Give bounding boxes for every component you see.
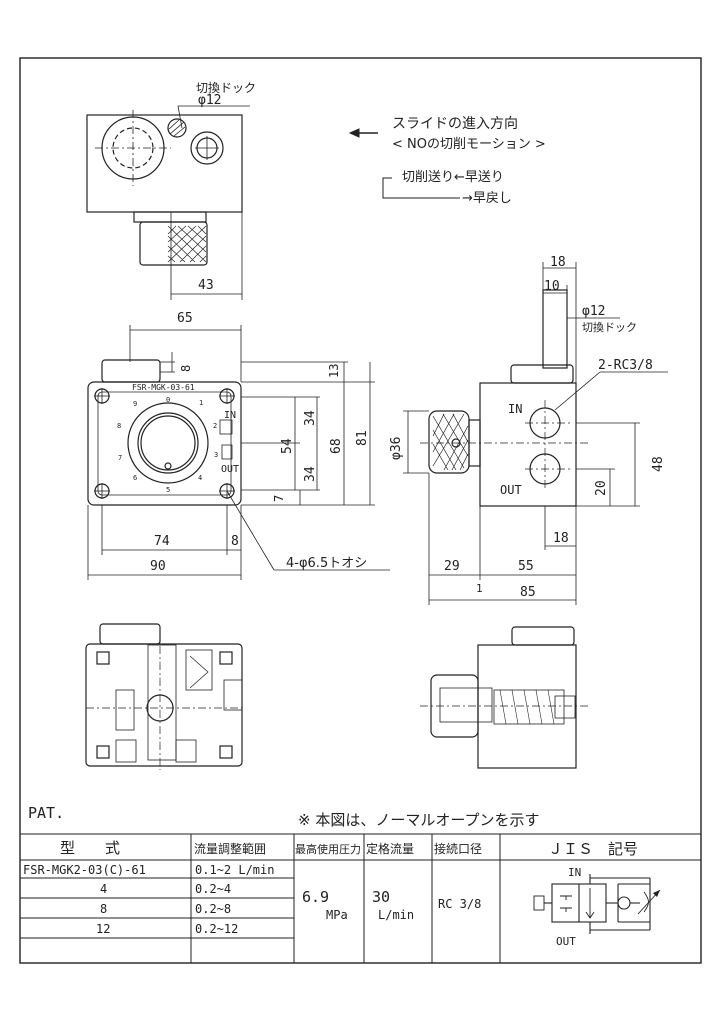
side-dock-label: 切換ドック bbox=[582, 321, 637, 334]
direction-line3: 切削送り←早送り bbox=[402, 170, 504, 185]
side-dim-29: 29 bbox=[444, 559, 460, 574]
side-centerlines bbox=[420, 400, 590, 490]
svg-text:0: 0 bbox=[166, 396, 170, 404]
direction-line4: →早戻し bbox=[462, 191, 512, 206]
front-dim-54: 54 bbox=[280, 438, 295, 454]
front-dim-74: 74 bbox=[154, 534, 170, 549]
svg-text:FSR-MGK2-03(C)-61: FSR-MGK2-03(C)-61 bbox=[23, 863, 146, 877]
svg-text:2: 2 bbox=[213, 422, 217, 430]
svg-text:8: 8 bbox=[100, 902, 107, 916]
front-dim-7: 7 bbox=[272, 495, 286, 502]
flow-value: 30 bbox=[372, 888, 390, 906]
header-pressure: 最高使用圧力 bbox=[295, 842, 361, 856]
front-port-out: OUT bbox=[221, 464, 239, 475]
front-dim-81: 81 bbox=[355, 430, 370, 446]
table-row-2: 4 0.2~4 bbox=[100, 882, 231, 896]
front-dim-65: 65 bbox=[177, 311, 193, 326]
front-hole-crosses bbox=[94, 388, 235, 499]
svg-text:0.2~12: 0.2~12 bbox=[195, 922, 238, 936]
side-port-in: IN bbox=[508, 402, 522, 416]
side-view bbox=[428, 289, 577, 507]
jis-out: OUT bbox=[556, 935, 576, 948]
top-dock-label: 切換ドック bbox=[196, 81, 256, 95]
front-dim-13: 13 bbox=[327, 364, 341, 378]
pressure-unit: MPa bbox=[326, 908, 348, 922]
section-view-left bbox=[85, 623, 243, 770]
direction-arrow bbox=[348, 128, 378, 138]
section-view-right bbox=[420, 626, 590, 769]
svg-text:0.2~8: 0.2~8 bbox=[195, 902, 231, 916]
side-dim-18-top: 18 bbox=[550, 255, 566, 270]
table-row-4: 12 0.2~12 bbox=[96, 922, 238, 936]
side-dim-85: 85 bbox=[520, 585, 536, 600]
top-view bbox=[86, 105, 250, 300]
front-nameplate: FSR-MGK-03-61 bbox=[132, 383, 195, 392]
front-dim-34a: 34 bbox=[303, 410, 318, 426]
front-dim-8: 8 bbox=[179, 365, 193, 372]
svg-text:4: 4 bbox=[198, 474, 202, 482]
dial-scale: 0 1 2 3 4 5 6 7 8 9 bbox=[117, 396, 218, 494]
side-dim-48: 48 bbox=[651, 456, 666, 472]
front-dim-68: 68 bbox=[329, 438, 344, 454]
svg-text:0.2~4: 0.2~4 bbox=[195, 882, 231, 896]
side-dim-18-bottom: 18 bbox=[553, 531, 569, 546]
svg-text:4: 4 bbox=[100, 882, 107, 896]
front-hole-note: 4-φ6.5トオシ bbox=[286, 556, 367, 571]
pressure-value: 6.9 bbox=[302, 888, 329, 906]
side-dim-1: 1 bbox=[476, 582, 483, 595]
svg-text:6: 6 bbox=[133, 474, 137, 482]
front-port-in: IN bbox=[224, 410, 236, 421]
side-dock-dia: φ12 bbox=[582, 304, 605, 319]
spec-table-grid bbox=[20, 833, 701, 963]
svg-text:0.1~2 L/min: 0.1~2 L/min bbox=[195, 863, 274, 877]
direction-line1: スライドの進入方向 bbox=[392, 116, 518, 132]
front-dim-90: 90 bbox=[150, 559, 166, 574]
jis-symbol bbox=[533, 874, 661, 934]
table-row-1: FSR-MGK2-03(C)-61 0.1~2 L/min bbox=[23, 863, 274, 877]
sheet-border bbox=[19, 57, 702, 964]
svg-text:3: 3 bbox=[214, 451, 218, 459]
side-dim-55: 55 bbox=[518, 559, 534, 574]
feed-lines bbox=[382, 177, 460, 199]
header-port: 接続口径 bbox=[434, 841, 482, 856]
svg-text:5: 5 bbox=[166, 486, 170, 494]
front-dim-8b: 8 bbox=[231, 534, 239, 549]
header-jis: ＪＩＳ 記号 bbox=[548, 840, 638, 858]
normal-open-note: ※ 本図は、ノーマルオープンを示す bbox=[298, 811, 539, 829]
svg-text:7: 7 bbox=[118, 454, 122, 462]
svg-text:8: 8 bbox=[117, 422, 121, 430]
front-dim-34b: 34 bbox=[303, 466, 318, 482]
svg-text:1: 1 bbox=[199, 399, 203, 407]
side-port-note: 2-RC3/8 bbox=[598, 358, 653, 373]
table-row-3: 8 0.2~8 bbox=[100, 902, 231, 916]
svg-text:9: 9 bbox=[133, 400, 137, 408]
side-dim-36: φ36 bbox=[389, 437, 404, 460]
flow-unit: L/min bbox=[378, 908, 414, 922]
side-dim-20: 20 bbox=[594, 480, 609, 496]
header-model: 型 式 bbox=[60, 839, 120, 857]
side-dim-10: 10 bbox=[544, 279, 560, 294]
pat-label: PAT. bbox=[28, 804, 64, 822]
svg-text:12: 12 bbox=[96, 922, 110, 936]
direction-line2: < NOの切削モーション > bbox=[392, 137, 546, 152]
top-dim-43: 43 bbox=[198, 278, 214, 293]
side-dimensions bbox=[403, 262, 668, 605]
side-port-out: OUT bbox=[500, 483, 522, 497]
header-range: 流量調整範囲 bbox=[194, 841, 266, 856]
jis-in: IN bbox=[568, 866, 581, 879]
top-dock-dia: φ12 bbox=[198, 93, 221, 108]
port-size: RC 3/8 bbox=[438, 897, 481, 911]
front-view bbox=[87, 359, 242, 506]
header-flow: 定格流量 bbox=[366, 841, 414, 856]
front-dimensions bbox=[87, 325, 390, 580]
